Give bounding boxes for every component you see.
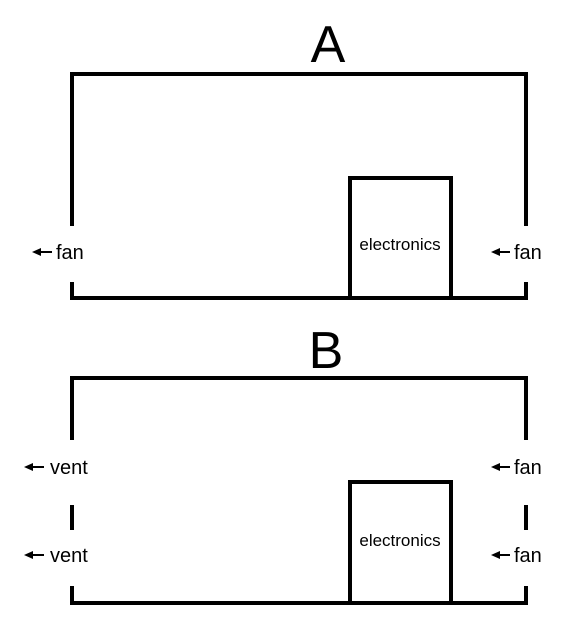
diagram-b-electronics-label: electronics (359, 531, 440, 550)
diagram-a-right-airflow: fan (491, 242, 542, 264)
diagram-b-right-airflow-upper: fan (491, 457, 542, 479)
diagram-a-left-label-1: fan (56, 242, 84, 264)
diagram-b-right-airflow-lower: fan (491, 545, 542, 567)
diagram-a-enclosure (70, 72, 528, 226)
diagram-a-title: A (311, 16, 346, 74)
left-arrowhead-icon (24, 551, 33, 559)
diagram-a-electronics-box (348, 176, 453, 298)
diagram-b-right-label-2: fan (514, 545, 542, 567)
diagram-a-enclosure-bottom (70, 282, 528, 300)
diagram-b-left-airflow-upper: vent (24, 457, 88, 479)
diagram-b: B electronics vent vent fan fan (24, 322, 542, 605)
left-arrowhead-icon (491, 248, 500, 256)
diagram-a-right-label-1: fan (514, 242, 542, 264)
diagram-a-electronics-label: electronics (359, 235, 440, 254)
left-arrowhead-icon (491, 463, 500, 471)
diagram-b-right-label-1: fan (514, 457, 542, 479)
diagram-b-enclosure-bottom (70, 586, 528, 605)
diagram-a-left-airflow: fan (32, 242, 84, 264)
diagram-b-title: B (309, 322, 344, 380)
diagram-b-left-label-2: vent (50, 545, 88, 567)
left-arrowhead-icon (24, 463, 33, 471)
diagram-a: A electronics fan fan (32, 16, 542, 300)
left-arrowhead-icon (491, 551, 500, 559)
diagram-b-enclosure (70, 376, 528, 440)
diagram-b-left-label-1: vent (50, 457, 88, 479)
diagram-b-left-airflow-lower: vent (24, 545, 88, 567)
left-arrowhead-icon (32, 248, 41, 256)
diagram-b-electronics-box (348, 480, 453, 603)
